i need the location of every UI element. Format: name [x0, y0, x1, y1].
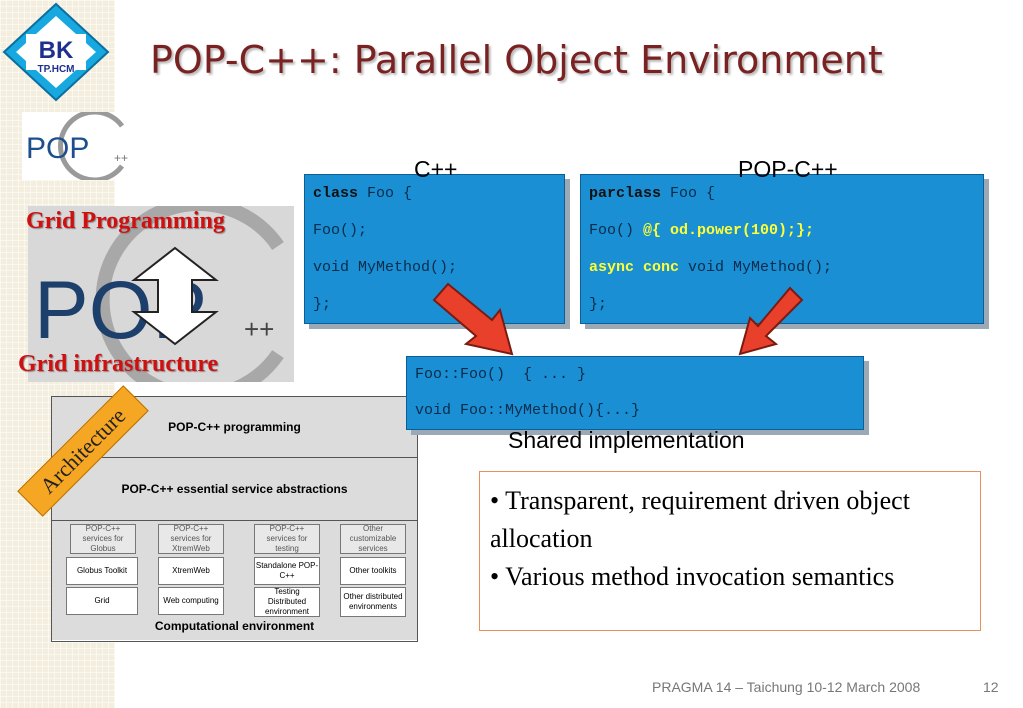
shared-implementation-label: Shared implementation	[508, 427, 745, 453]
arch-computational-layer: Computational environment	[154, 619, 315, 633]
shared-code-line-2: void Foo::MyMethod(){...}	[415, 402, 641, 419]
bk-logo-text: BK	[39, 37, 74, 64]
pop-async-keyword: async conc	[589, 259, 680, 276]
bk-logo-subtext: TP.HCM	[37, 64, 74, 75]
pop-code-line-2: Foo() @{ od.power(100);};	[581, 212, 983, 249]
cpp-code-line-2: Foo();	[313, 222, 368, 239]
arch-toolkit-standalone: Standalone POP-C++	[254, 557, 320, 585]
arrow-left-icon	[430, 280, 520, 358]
shared-code-line-1: Foo::Foo() { ... }	[415, 366, 587, 383]
arch-env-testing: Testing Distributed environment	[254, 587, 320, 617]
pop-method-decl: void MyMethod();	[679, 259, 833, 276]
shared-code-box: Foo::Foo() { ... } void Foo::MyMethod(){…	[406, 356, 864, 430]
pop-logo-small: POP ++	[22, 109, 137, 183]
bk-logo: BK TP.HCM	[2, 2, 110, 102]
pop-code-line-3: async conc void MyMethod();	[581, 249, 983, 286]
cpp-class-name: Foo {	[358, 185, 413, 202]
pop-logo-small-text: POP	[26, 132, 89, 165]
cpp-code-line-1: class Foo {	[305, 175, 564, 212]
arch-service-testing: POP-C++ services for testing	[254, 524, 320, 554]
arch-service-globus: POP-C++ services for Globus	[70, 524, 136, 554]
pop-code-line-1: parclass Foo {	[581, 175, 983, 212]
arch-service-other: Other customizable services	[340, 524, 406, 554]
pop-od-annotation: @{ od.power(100);};	[643, 222, 815, 239]
pop-constructor: Foo()	[589, 222, 644, 239]
grid-programming-label: Grid Programming	[26, 208, 225, 234]
arch-env-grid: Grid	[66, 587, 138, 615]
popcpp-label: POP-C++	[738, 156, 838, 182]
bullet-list: • Transparent, requirement driven object…	[479, 471, 981, 631]
slide-title: POP-C++: Parallel Object Environment	[150, 38, 883, 82]
pop-parclass-keyword: parclass	[589, 185, 662, 202]
cpp-label: C++	[414, 156, 458, 182]
arch-services-layer: POP-C++ essential service abstractions	[52, 458, 417, 521]
arch-toolkit-other: Other toolkits	[340, 557, 406, 585]
double-arrow-icon	[130, 246, 220, 346]
bullet-item-2: • Various method invocation semantics	[490, 562, 895, 591]
arch-env-other: Other distributed environments	[340, 587, 406, 617]
pop-class-name: Foo {	[661, 185, 716, 202]
footer-text: PRAGMA 14 – Taichung 10-12 March 2008	[652, 679, 921, 695]
page-number: 12	[983, 679, 999, 695]
cpp-code-line-3: void MyMethod();	[313, 259, 458, 276]
cpp-code-line-4: };	[313, 296, 332, 313]
bullet-item-1: • Transparent, requirement driven object…	[490, 486, 910, 553]
pop-logo-small-sup: ++	[114, 151, 128, 165]
arch-toolkit-xtremweb: XtremWeb	[158, 557, 224, 585]
grid-infrastructure-label: Grid infrastructure	[18, 351, 219, 377]
arch-service-xtremweb: POP-C++ services for XtremWeb	[158, 524, 224, 554]
architecture-diagram: POP-C++ programming POP-C++ essential se…	[51, 396, 418, 642]
pop-logo-big-sup: ++	[244, 314, 274, 344]
pop-code-line-4: };	[589, 296, 608, 313]
arch-env-web: Web computing	[158, 587, 224, 615]
cpp-class-keyword: class	[313, 185, 359, 202]
arrow-right-icon	[736, 284, 806, 358]
arch-toolkit-globus: Globus Toolkit	[66, 557, 138, 585]
